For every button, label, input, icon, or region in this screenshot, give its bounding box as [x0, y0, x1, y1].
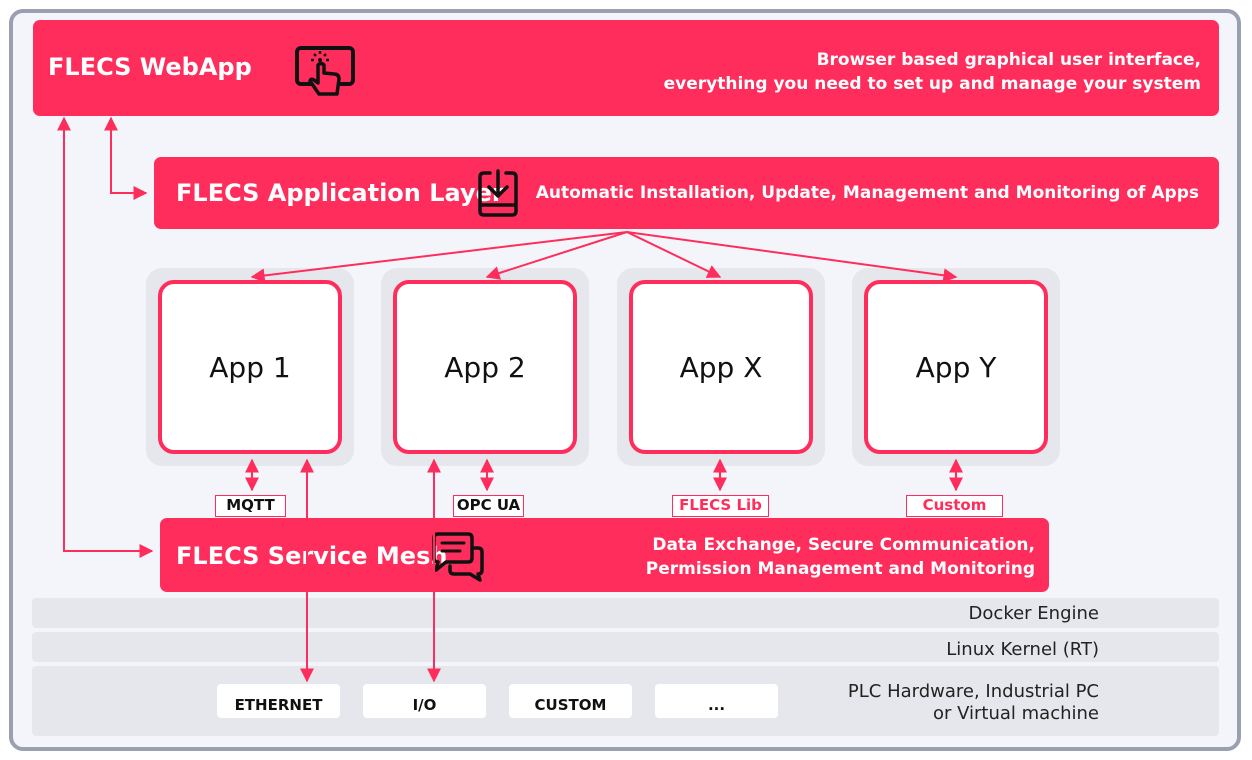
touch-screen-icon — [295, 46, 355, 96]
protocol-label-flecs-lib: FLECS Lib — [672, 495, 769, 517]
docker-engine-layer: Docker Engine — [32, 598, 1219, 628]
app-y-label: App Y — [915, 350, 997, 384]
service-mesh-description-line2: Permission Management and Monitoring — [645, 559, 1035, 579]
service-mesh-title: FLECS Service Mesh — [176, 542, 448, 570]
protocol-label-custom: Custom — [906, 495, 1003, 517]
service-mesh-description-line1: Data Exchange, Secure Communication, — [652, 535, 1035, 555]
hardware-label-line1: PLC Hardware, Industrial PC — [847, 681, 1099, 702]
service-mesh-bar: FLECS Service Mesh Data Exchange, Secure… — [160, 518, 1049, 592]
linux-kernel-label: Linux Kernel (RT) — [946, 639, 1099, 660]
app-1-label: App 1 — [209, 350, 291, 384]
hardware-interface-more: ... — [655, 684, 778, 718]
webapp-title: FLECS WebApp — [48, 53, 252, 81]
webapp-description-line1: Browser based graphical user interface, — [816, 50, 1201, 70]
app-2-box: App 2 — [393, 280, 577, 454]
download-device-icon — [478, 169, 518, 217]
protocol-label-opcua: OPC UA — [453, 495, 524, 517]
hardware-label-line2: or Virtual machine — [932, 703, 1099, 724]
protocol-label-mqtt: MQTT — [215, 495, 286, 517]
chat-bubbles-icon — [432, 532, 484, 582]
application-layer-title: FLECS Application Layer — [176, 179, 504, 207]
webapp-bar: FLECS WebApp Browser based graphical use… — [33, 20, 1219, 116]
app-2-label: App 2 — [444, 350, 526, 384]
app-y-box: App Y — [864, 280, 1048, 454]
app-1-box: App 1 — [158, 280, 342, 454]
hardware-interface-custom: CUSTOM — [509, 684, 632, 718]
application-layer-description: Automatic Installation, Update, Manageme… — [535, 183, 1199, 203]
linux-kernel-layer: Linux Kernel (RT) — [32, 632, 1219, 662]
application-layer-bar: FLECS Application Layer Automatic Instal… — [154, 157, 1219, 229]
app-x-box: App X — [629, 280, 813, 454]
hardware-interface-io: I/O — [363, 684, 486, 718]
app-x-label: App X — [679, 350, 763, 384]
hardware-interface-ethernet: ETHERNET — [217, 684, 340, 718]
docker-engine-label: Docker Engine — [968, 603, 1099, 624]
webapp-description-line2: everything you need to set up and manage… — [663, 74, 1201, 94]
